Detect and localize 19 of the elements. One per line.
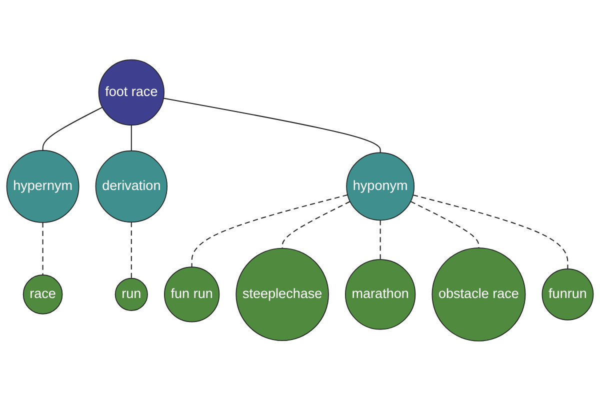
connector — [130, 124, 132, 150]
node-circle: run — [114, 278, 148, 311]
connector — [380, 220, 381, 260]
connector — [191, 194, 348, 267]
connector — [42, 222, 44, 275]
connector — [42, 106, 103, 150]
node-circle: derivation — [95, 150, 168, 222]
node-circle: funrun — [542, 268, 594, 320]
node-circle: steeplechase — [236, 247, 329, 341]
connector — [163, 97, 381, 152]
connector — [130, 222, 132, 278]
node-circle: obstacle race — [432, 247, 526, 342]
node-circle: marathon — [345, 258, 416, 330]
node-circle: race — [22, 274, 63, 314]
connector — [412, 194, 568, 269]
node-circle: hyponym — [346, 152, 415, 220]
node-circle: foot race — [98, 58, 164, 126]
node-circle: fun run — [164, 266, 220, 322]
node-circle: hypernym — [6, 150, 80, 223]
